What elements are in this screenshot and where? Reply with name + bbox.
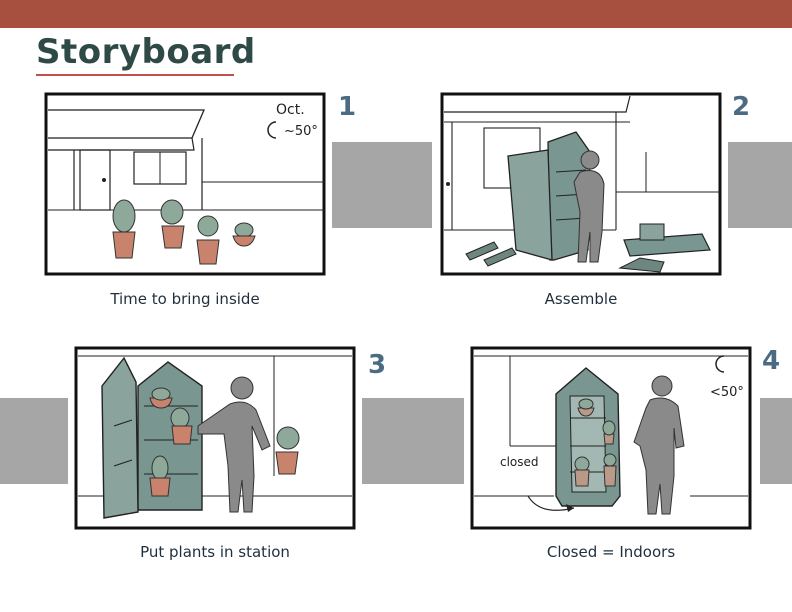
moon-icon <box>715 355 725 373</box>
panel-number-1: 1 <box>338 92 357 122</box>
note-temperature: <50° <box>710 385 744 400</box>
top-banner <box>0 0 792 28</box>
connector-block-1 <box>332 142 432 228</box>
connector-block-2 <box>728 142 792 228</box>
potted-plant <box>275 426 300 475</box>
panel-caption-2: Assemble <box>544 290 618 308</box>
storyboard-panel-1: Oct. ~50° <box>44 92 326 276</box>
panel-number-4: 4 <box>762 346 781 376</box>
potted-plant <box>112 199 136 259</box>
connector-block-5 <box>760 398 792 484</box>
note-closed: closed <box>500 455 539 469</box>
panel-2-sketch <box>440 92 722 276</box>
person-figure <box>197 376 271 513</box>
panel-number-3: 3 <box>368 350 387 380</box>
panel-caption-1: Time to bring inside <box>110 290 260 308</box>
storyboard-panel-2 <box>440 92 722 276</box>
panel-number-2: 2 <box>732 92 751 122</box>
person-figure <box>573 150 605 263</box>
storyboard-panel-3 <box>74 346 356 530</box>
potted-plant <box>232 222 256 247</box>
panel-caption-4: Closed = Indoors <box>546 543 676 561</box>
panel-3-sketch <box>74 346 356 530</box>
note-temperature: ~50° <box>284 124 318 139</box>
moon-icon <box>267 121 277 139</box>
person-figure <box>633 375 685 515</box>
potted-plant <box>160 199 185 249</box>
grow-station-closed <box>555 367 621 507</box>
storyboard-panel-4: <50° closed <box>470 346 752 530</box>
connector-block-4 <box>362 398 464 484</box>
connector-block-3 <box>0 398 68 484</box>
potted-plant <box>196 215 220 265</box>
panel-caption-3: Put plants in station <box>140 543 290 561</box>
grow-station-open <box>101 356 203 519</box>
note-month: Oct. <box>276 102 305 118</box>
panel-1-sketch: Oct. ~50° <box>44 92 326 276</box>
potted-plant <box>170 407 193 445</box>
panel-4-sketch: <50° closed <box>470 346 752 530</box>
title-underline <box>36 74 234 76</box>
page-title: Storyboard <box>36 32 256 72</box>
